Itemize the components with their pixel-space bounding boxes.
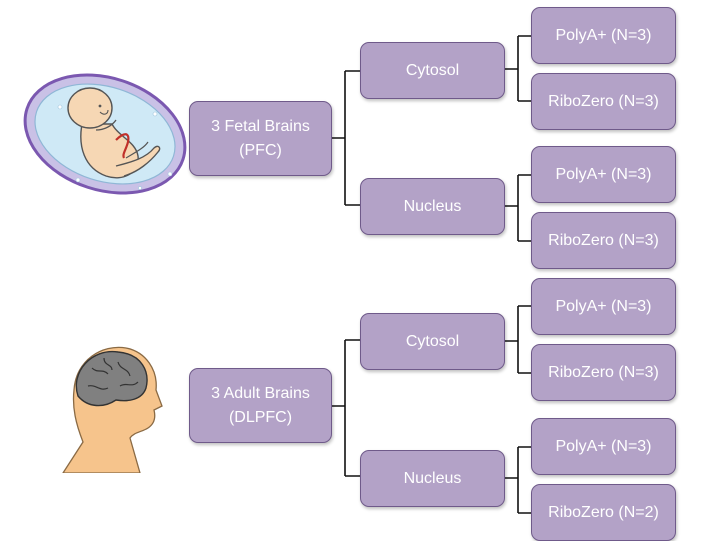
- fetal-cytosol-polya-node: PolyA+ (N=3): [531, 7, 676, 64]
- fetal-nucleus-bracket: [505, 174, 531, 242]
- adult-nucleus-label: Nucleus: [403, 469, 462, 487]
- adult-root-line2: (DLPFC): [228, 408, 293, 426]
- adult-cytosol-node: Cytosol: [360, 313, 505, 370]
- adult-root-line1: 3 Adult Brains: [211, 384, 310, 402]
- fetal-root-node: 3 Fetal Brains (PFC): [189, 101, 332, 176]
- fetal-nucleus-label: Nucleus: [403, 197, 462, 215]
- adult-nucleus-ribozero-node: RiboZero (N=2): [531, 484, 676, 541]
- fetal-nucleus-ribozero-label: RiboZero (N=3): [548, 231, 659, 249]
- fetal-cytosol-node: Cytosol: [360, 42, 505, 99]
- adult-nucleus-ribozero-label: RiboZero (N=2): [548, 503, 659, 521]
- adult-nucleus-polya-node: PolyA+ (N=3): [531, 418, 676, 475]
- adult-root-bracket: [332, 339, 360, 477]
- fetal-nucleus-ribozero-node: RiboZero (N=3): [531, 212, 676, 269]
- fetal-root-line1: 3 Fetal Brains: [211, 117, 310, 135]
- fetal-cytosol-bracket: [505, 35, 531, 102]
- adult-cytosol-polya-label: PolyA+ (N=3): [555, 297, 652, 315]
- fetal-nucleus-node: Nucleus: [360, 178, 505, 235]
- fetal-cytosol-ribozero-label: RiboZero (N=3): [548, 92, 659, 110]
- adult-cytosol-bracket: [505, 305, 531, 374]
- fetal-cytosol-polya-label: PolyA+ (N=3): [555, 26, 652, 44]
- fetal-root-bracket: [332, 70, 360, 206]
- adult-nucleus-node: Nucleus: [360, 450, 505, 507]
- adult-cytosol-ribozero-node: RiboZero (N=3): [531, 344, 676, 401]
- fetus-in-womb-icon: [23, 73, 187, 195]
- fetal-nucleus-polya-label: PolyA+ (N=3): [555, 165, 652, 183]
- adult-nucleus-polya-label: PolyA+ (N=3): [555, 437, 652, 455]
- fetal-nucleus-polya-node: PolyA+ (N=3): [531, 146, 676, 203]
- adult-cytosol-polya-node: PolyA+ (N=3): [531, 278, 676, 335]
- adult-nucleus-bracket: [505, 446, 531, 514]
- adult-head-brain-icon: [62, 346, 163, 473]
- adult-cytosol-ribozero-label: RiboZero (N=3): [548, 363, 659, 381]
- fetal-root-line2: (PFC): [239, 141, 282, 159]
- fetal-cytosol-label: Cytosol: [405, 61, 460, 79]
- fetal-cytosol-ribozero-node: RiboZero (N=3): [531, 73, 676, 130]
- adult-root-node: 3 Adult Brains (DLPFC): [189, 368, 332, 443]
- adult-cytosol-label: Cytosol: [405, 332, 460, 350]
